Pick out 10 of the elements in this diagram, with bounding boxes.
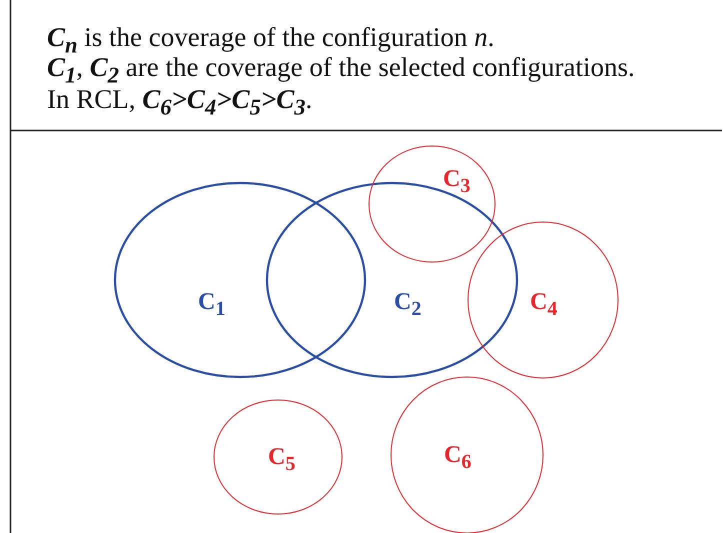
circle-label: C$_{2}$ [394,290,422,321]
coverage-ellipse [369,146,495,262]
circle-label: C$_{1}$ [198,290,226,321]
coverage-ellipse [214,400,342,514]
circle-label: C$_{4}$ [530,290,558,321]
circle-label: C$_{3}$ [443,167,470,198]
circle-label: C$_{5}$ [268,445,296,476]
circle-label: C$_{6}$ [444,443,472,474]
coverage-ellipse [468,222,618,378]
coverage-ellipse [115,183,365,377]
